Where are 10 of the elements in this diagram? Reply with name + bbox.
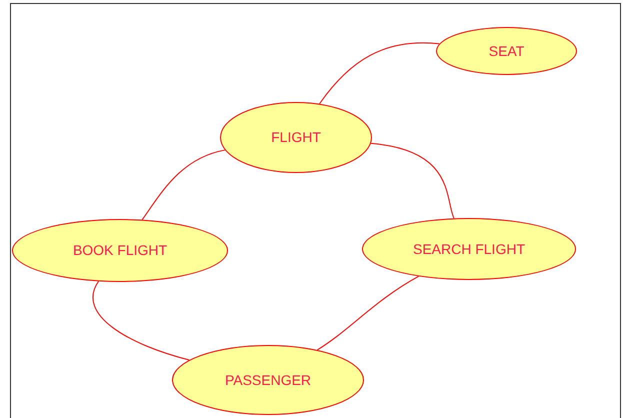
node-label: SEARCH FLIGHT xyxy=(412,240,525,258)
node-label: FLIGHT xyxy=(271,128,321,147)
connector-line xyxy=(319,42,440,104)
connector-line xyxy=(92,280,190,361)
node-label: BOOK FLIGHT xyxy=(72,241,168,260)
connector-line xyxy=(370,142,454,219)
connector-line xyxy=(142,150,226,220)
node-label: PASSENGER xyxy=(224,370,312,390)
connector-line xyxy=(316,276,420,350)
node-label: SEAT xyxy=(488,42,524,60)
